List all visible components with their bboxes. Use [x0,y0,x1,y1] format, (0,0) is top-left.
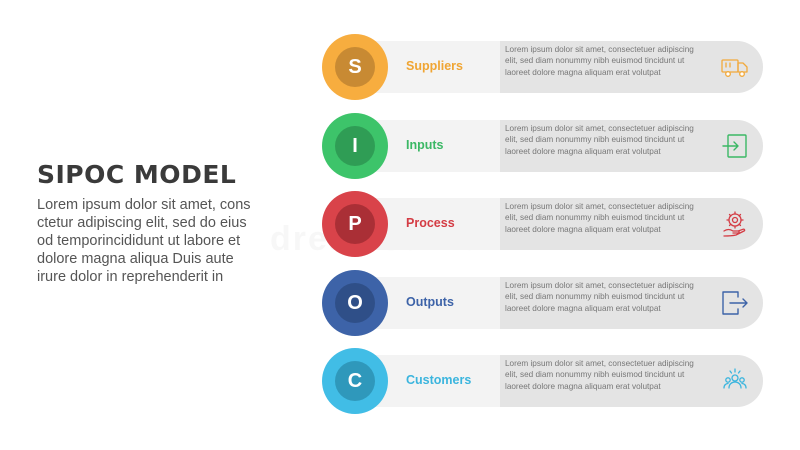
step-letter: I [335,126,375,166]
step-bar [350,41,763,93]
people-icon [720,366,750,396]
detail-line: Lorem ipsum dolor sit amet, consectetuer… [505,281,694,290]
description: Lorem ipsum dolor sit amet, cons ctetur … [37,196,287,286]
detail-line: elit, sed diam nonummy nibh euismod tinc… [505,370,685,380]
detail-line: elit, sed diam nonummy nibh euismod tinc… [505,213,685,223]
detail-line: elit, sed diam nonummy nibh euismod tinc… [505,292,685,302]
detail-line: elit, sed diam nonummy nibh euismod tinc… [505,56,685,66]
detail-line: laoreet dolore magna aliquam erat volutp… [505,224,661,234]
step-bar [350,120,763,172]
step-detail: Lorem ipsum dolor sit amet, consectetuer… [505,201,715,235]
detail-line: elit, sed diam nonummy nibh euismod tinc… [505,135,685,145]
description-line: dolore magna aliqua Duis aute [37,251,234,267]
step-bar [350,277,763,329]
detail-line: laoreet dolore magna aliquam erat volutp… [505,303,661,313]
step-label: Outputs [406,295,454,309]
step-circle: S [322,34,388,100]
detail-line: laoreet dolore magna aliquam erat volutp… [505,381,661,391]
gear-hand-icon [720,209,750,239]
step-label: Inputs [406,138,444,152]
detail-line: Lorem ipsum dolor sit amet, consectetuer… [505,45,694,54]
step-outputs: O Outputs Lorem ipsum dolor sit amet, co… [322,270,763,336]
step-bar [350,355,763,407]
description-line: irure dolor in reprehenderit in [37,269,224,285]
step-inputs: I Inputs Lorem ipsum dolor sit amet, con… [322,113,763,179]
step-detail: Lorem ipsum dolor sit amet, consectetuer… [505,123,715,157]
step-circle: I [322,113,388,179]
step-letter: P [335,204,375,244]
step-detail: Lorem ipsum dolor sit amet, consectetuer… [505,358,715,392]
sign-in-icon [720,131,750,161]
step-circle: P [322,191,388,257]
detail-line: Lorem ipsum dolor sit amet, consectetuer… [505,124,694,133]
step-letter: S [335,47,375,87]
step-customers: C Customers Lorem ipsum dolor sit amet, … [322,348,763,414]
step-bar [350,198,763,250]
page-title: SIPOC MODEL [37,160,237,189]
step-circle: O [322,270,388,336]
detail-line: laoreet dolore magna aliquam erat volutp… [505,146,661,156]
truck-icon [720,52,750,82]
step-label: Suppliers [406,59,463,73]
step-circle: C [322,348,388,414]
step-label: Process [406,216,455,230]
step-label: Customers [406,373,472,387]
description-line: ctetur adipiscing elit, sed do eius [37,215,247,231]
detail-line: Lorem ipsum dolor sit amet, consectetuer… [505,359,694,368]
detail-line: laoreet dolore magna aliquam erat volutp… [505,67,661,77]
step-letter: O [335,283,375,323]
step-detail: Lorem ipsum dolor sit amet, consectetuer… [505,280,715,314]
step-letter: C [335,361,375,401]
step-detail: Lorem ipsum dolor sit amet, consectetuer… [505,44,715,78]
detail-line: Lorem ipsum dolor sit amet, consectetuer… [505,202,694,211]
description-line: Lorem ipsum dolor sit amet, cons [37,197,251,213]
step-process: P Process Lorem ipsum dolor sit amet, co… [322,191,763,257]
step-suppliers: S Suppliers Lorem ipsum dolor sit amet, … [322,34,763,100]
sign-out-icon [720,288,750,318]
description-line: od temporincididunt ut labore et [37,233,241,249]
